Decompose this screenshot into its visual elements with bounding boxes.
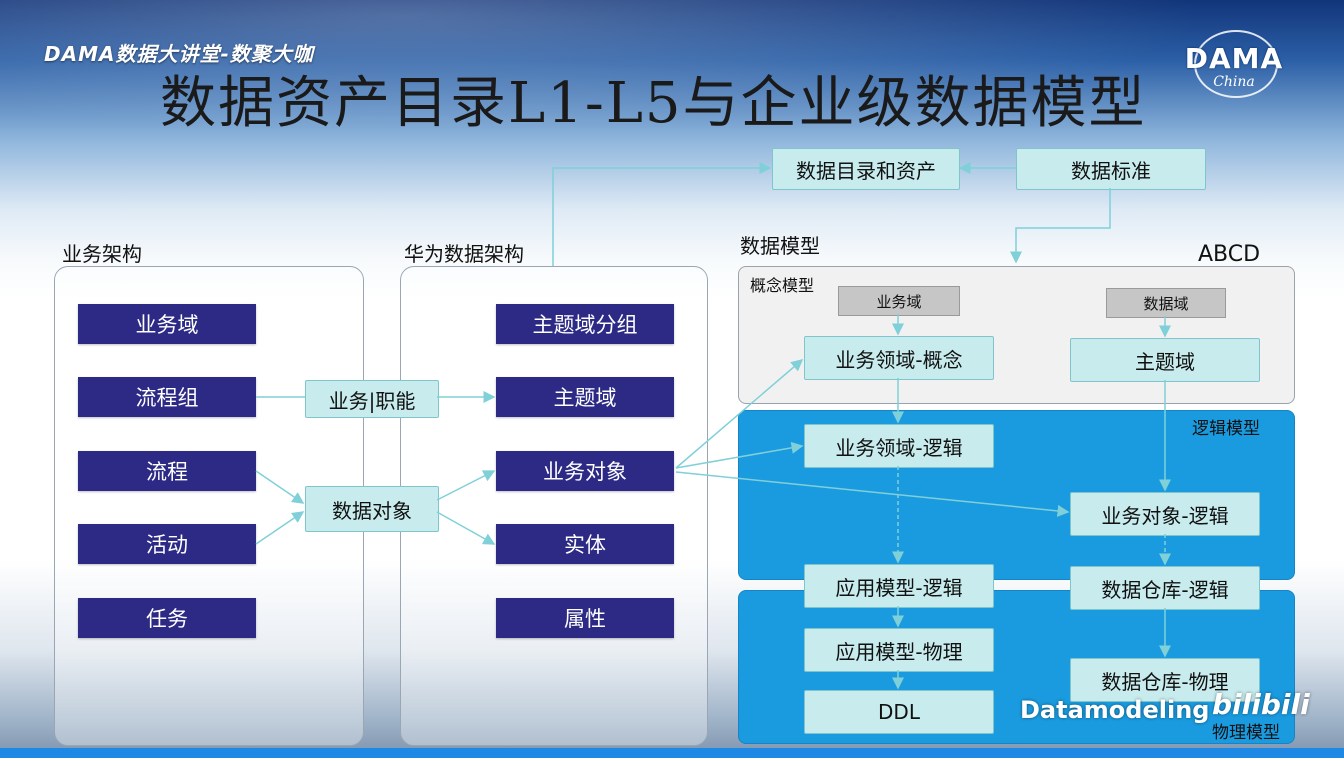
abcd-label: ABCD bbox=[1198, 242, 1261, 267]
business-object-box: 业务对象 bbox=[496, 451, 674, 491]
app-model-logic-box: 应用模型-逻辑 bbox=[804, 564, 994, 608]
arrow-data-object-to-entity bbox=[436, 511, 496, 545]
logo-subtext: China bbox=[1213, 74, 1255, 90]
banner-glow bbox=[0, 0, 1344, 150]
arrow-data-object-to-business-object bbox=[436, 470, 496, 501]
task-box: 任务 bbox=[78, 598, 256, 638]
huawei-arch-panel bbox=[400, 266, 708, 746]
arrow-object-to-concept bbox=[675, 359, 804, 469]
business-area-logic-box: 业务领域-逻辑 bbox=[804, 424, 994, 468]
globe-icon bbox=[1194, 30, 1278, 98]
business-arch-label: 业务架构 bbox=[62, 242, 142, 266]
data-model-label: 数据模型 bbox=[740, 234, 820, 258]
dw-physical-box: 数据仓库-物理 bbox=[1070, 658, 1260, 702]
catalog-assets-box: 数据目录和资产 bbox=[772, 148, 960, 190]
arrow-object-to-logic bbox=[675, 441, 804, 469]
app-model-physical-box: 应用模型-物理 bbox=[804, 628, 994, 672]
attribute-box: 属性 bbox=[496, 598, 674, 638]
arrow-standard-to-model bbox=[1010, 188, 1111, 264]
bottom-accent-bar bbox=[0, 748, 1344, 758]
dw-logic-box: 数据仓库-逻辑 bbox=[1070, 566, 1260, 610]
watermark-text: Datamodeling bbox=[1020, 696, 1210, 724]
entity-box: 实体 bbox=[496, 524, 674, 564]
arrow-process-to-data-object bbox=[255, 470, 305, 504]
logo-text: DAMA bbox=[1184, 42, 1284, 75]
business-area-concept-box: 业务领域-概念 bbox=[804, 336, 994, 380]
process-box: 流程 bbox=[78, 451, 256, 491]
business-domain-tag: 业务域 bbox=[838, 286, 960, 316]
business-function-box: 业务|职能 bbox=[305, 380, 439, 418]
dama-logo: DAMA China bbox=[1178, 30, 1290, 98]
bilibili-logo: bilibili bbox=[1212, 688, 1310, 721]
business-domain-box: 业务域 bbox=[78, 304, 256, 344]
logical-model-label: 逻辑模型 bbox=[1192, 419, 1260, 439]
ddl-box: DDL bbox=[804, 690, 994, 734]
arrow-huawei-to-catalog bbox=[552, 162, 772, 266]
arrow-object-to-object-logic bbox=[675, 471, 1070, 517]
business-object-logic-box: 业务对象-逻辑 bbox=[1070, 492, 1260, 536]
data-object-box: 数据对象 bbox=[305, 486, 439, 532]
process-group-box: 流程组 bbox=[78, 377, 256, 417]
activity-box: 活动 bbox=[78, 524, 256, 564]
huawei-arch-label: 华为数据架构 bbox=[404, 242, 524, 266]
data-domain-tag: 数据域 bbox=[1106, 288, 1226, 318]
concept-model-label: 概念模型 bbox=[750, 276, 815, 295]
data-standard-box: 数据标准 bbox=[1016, 148, 1206, 190]
brand-text: DAMA数据大讲堂-数聚大咖 bbox=[44, 42, 314, 66]
physical-model-label: 物理模型 bbox=[1212, 723, 1280, 743]
subject-area-concept-box: 主题域 bbox=[1070, 338, 1260, 382]
subject-area-box: 主题域 bbox=[496, 377, 674, 417]
arrow-activity-to-data-object bbox=[255, 511, 305, 545]
page-title: 数据资产目录L1-L5与企业级数据模型 bbox=[160, 71, 1147, 136]
subject-area-group-box: 主题域分组 bbox=[496, 304, 674, 344]
